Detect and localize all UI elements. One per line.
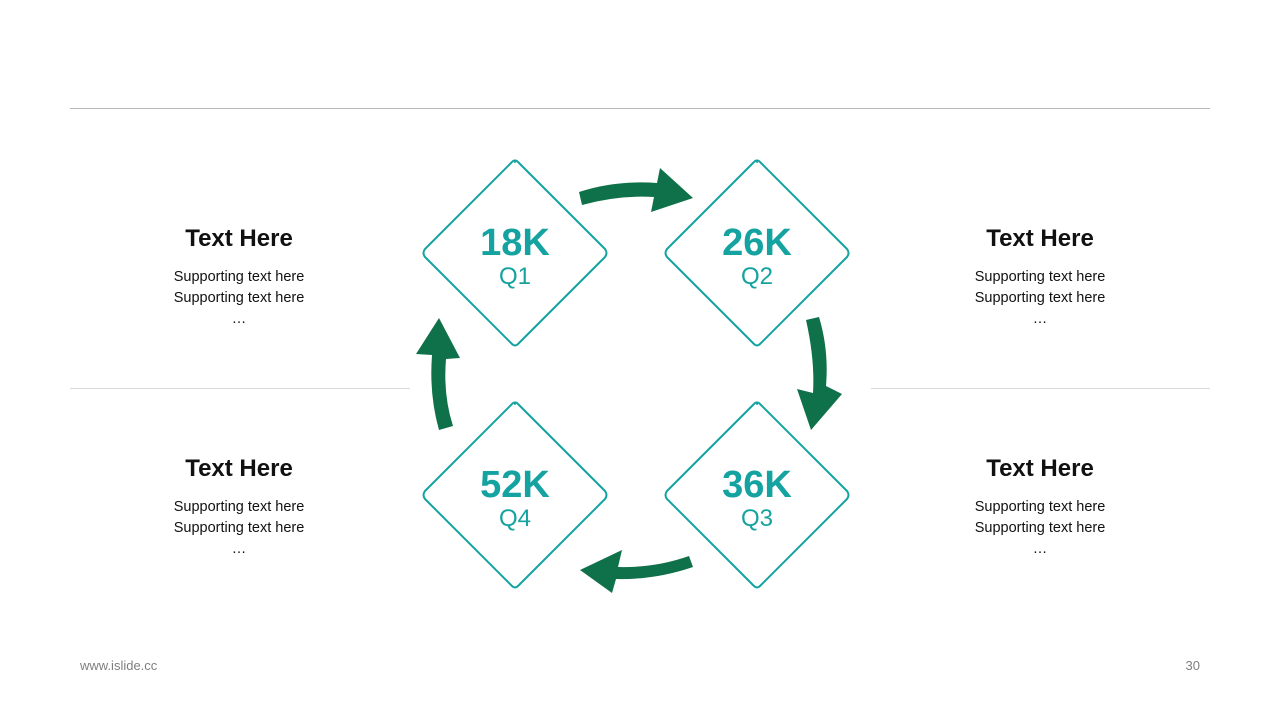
text-block-top-right: Text Here Supporting text here Supportin… (910, 225, 1170, 330)
node-quarter-label: Q4 (498, 505, 531, 532)
node-value: 36K (722, 464, 792, 506)
block-support-line: Supporting text here (974, 499, 1106, 515)
node-q1: 18K Q1 (445, 223, 585, 291)
right-divider (871, 388, 1210, 389)
block-heading: Text Here (185, 225, 293, 252)
diamond-q2 (664, 159, 850, 347)
block-ellipsis: … (1032, 311, 1048, 327)
diamond-q4 (422, 401, 608, 589)
block-ellipsis: … (231, 311, 247, 327)
block-heading: Text Here (986, 225, 1094, 252)
block-support-line: Supporting text here (974, 290, 1106, 306)
node-value: 26K (722, 222, 792, 264)
block-support-line: Supporting text here (173, 269, 305, 285)
block-heading: Text Here (185, 455, 293, 482)
page-number: 30 (1185, 658, 1200, 673)
diamond-q1 (422, 159, 608, 347)
left-divider (70, 388, 410, 389)
footer-url: www.islide.cc (80, 658, 158, 673)
node-quarter-label: Q2 (740, 263, 773, 290)
node-quarter-label: Q1 (498, 263, 531, 290)
text-block-bottom-left: Text Here Supporting text here Supportin… (109, 455, 369, 560)
text-block-top-left: Text Here Supporting text here Supportin… (109, 225, 369, 330)
top-divider (70, 108, 1210, 109)
arrow-q2-to-q3 (797, 317, 842, 430)
block-support-line: Supporting text here (974, 269, 1106, 285)
node-q4: 52K Q4 (445, 465, 585, 533)
arrow-q3-to-q4 (580, 550, 693, 593)
block-support-line: Supporting text here (974, 520, 1106, 536)
arrow-q1-to-q2 (579, 168, 693, 212)
block-support-line: Supporting text here (173, 499, 305, 515)
node-quarter-label: Q3 (740, 505, 773, 532)
block-ellipsis: … (1032, 541, 1048, 557)
node-q3: 36K Q3 (687, 465, 827, 533)
node-value: 52K (480, 464, 550, 506)
block-support-line: Supporting text here (173, 520, 305, 536)
diamond-q3 (664, 401, 850, 589)
block-support-line: Supporting text here (173, 290, 305, 306)
arrow-q4-to-q1 (416, 318, 460, 430)
block-heading: Text Here (986, 455, 1094, 482)
node-value: 18K (480, 222, 550, 264)
node-q2: 26K Q2 (687, 223, 827, 291)
text-block-bottom-right: Text Here Supporting text here Supportin… (910, 455, 1170, 560)
block-ellipsis: … (231, 541, 247, 557)
